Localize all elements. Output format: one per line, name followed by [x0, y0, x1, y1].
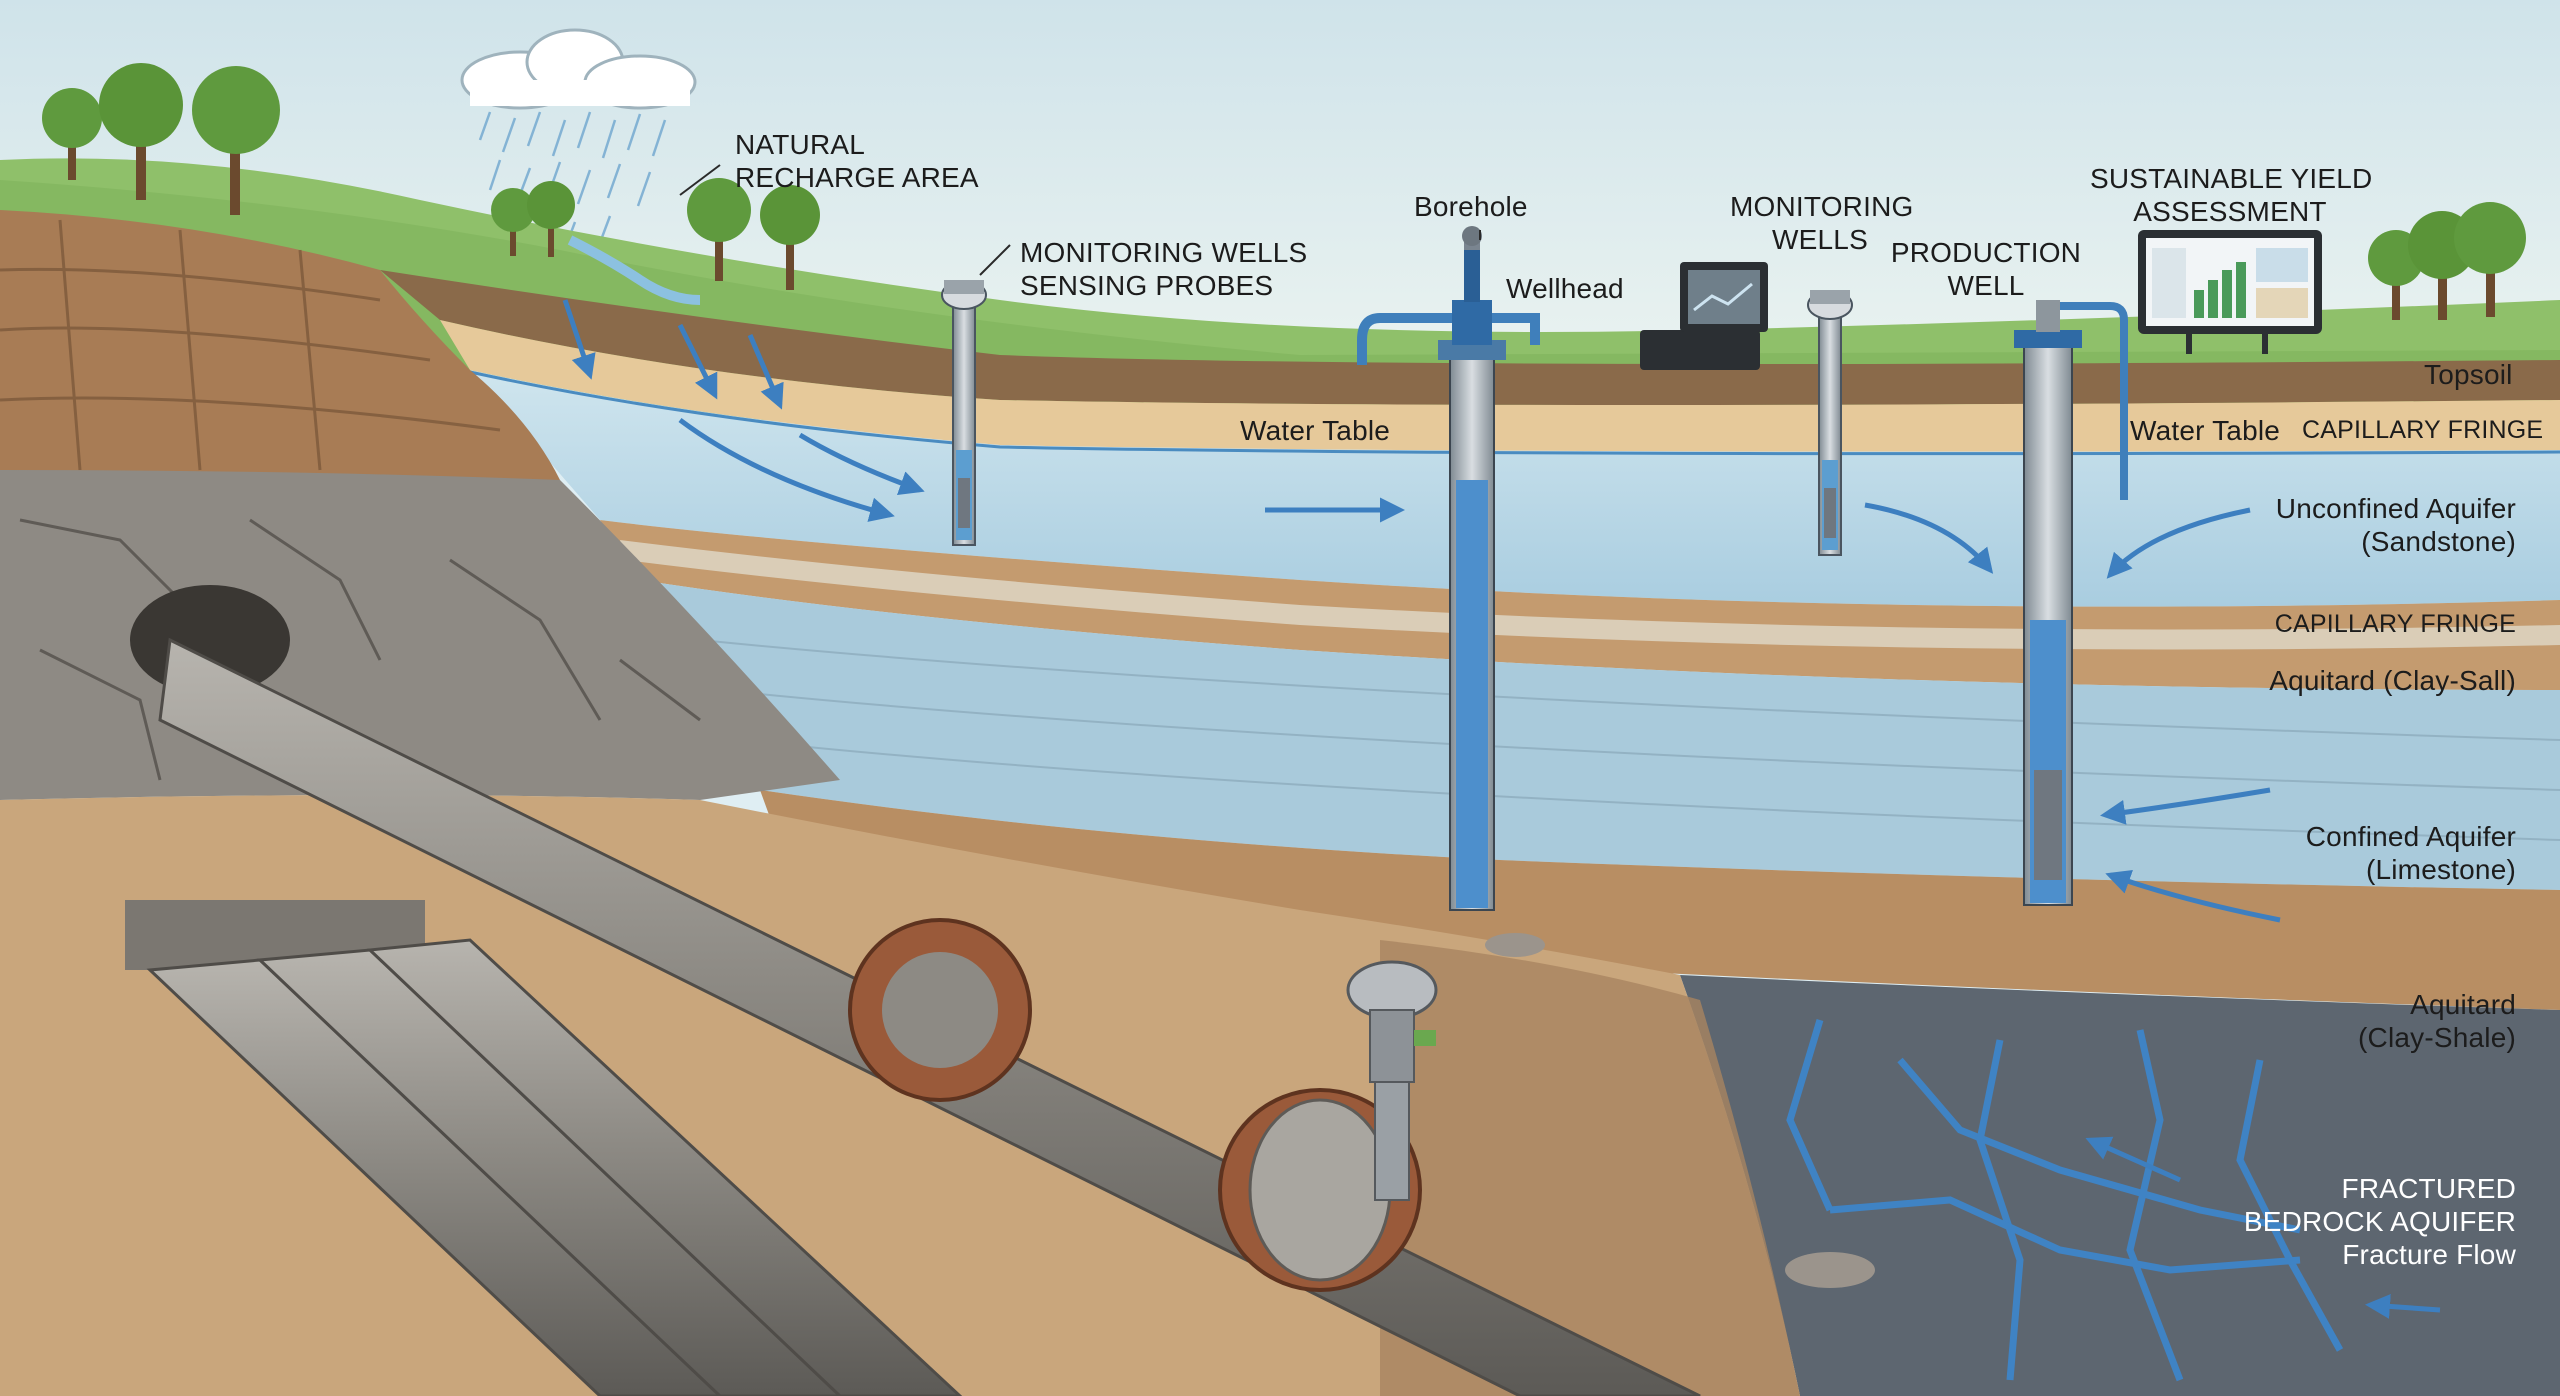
- pipeline-system: [125, 637, 1701, 1396]
- label-water-table-right: Water Table: [2130, 415, 2281, 446]
- borehole-well: [1357, 226, 1540, 911]
- topsoil-layer: [380, 270, 2560, 405]
- production-well: [2014, 300, 2128, 906]
- label-monitoring-wells-sensing-probes: MONITORING WELLS SENSING PROBES: [1020, 237, 1308, 301]
- leader-lines: [679, 164, 1481, 276]
- flow-arrows: [562, 299, 2441, 1319]
- label-borehole: Borehole: [1414, 191, 1528, 222]
- label-wellhead: Wellhead: [1506, 273, 1624, 304]
- monitoring-well-middle: [1807, 290, 1853, 556]
- aquitard-clay-shale-layer: [760, 790, 2560, 1010]
- fracture-lines: [1786, 1018, 2344, 1382]
- label-production-well: PRODUCTION WELL: [1890, 237, 2082, 301]
- label-sustainable-yield-assessment: SUSTAINABLE YIELD ASSESSMENT: [2090, 163, 2373, 227]
- label-capillary-fringe-upper: CAPILLARY FRINGE: [2302, 416, 2544, 444]
- rain-cloud-icon: [460, 28, 697, 255]
- label-capillary-fringe-lower: CAPILLARY FRINGE: [2274, 610, 2516, 638]
- label-aquitard-clay-shale: Aquitard (Clay-Shale): [2358, 989, 2516, 1053]
- confined-aquifer-layer: [640, 580, 2560, 890]
- label-monitoring-wells: MONITORING WELLS: [1730, 191, 1914, 255]
- label-confined-aquifer: Confined Aquifer (Limestone): [2305, 821, 2516, 885]
- label-natural-recharge-area: NATURAL RECHARGE AREA: [735, 129, 979, 193]
- yield-dashboard-monitor: [2138, 230, 2322, 354]
- label-water-table-center: Water Table: [1240, 415, 1391, 446]
- tree-icons: [42, 63, 2526, 320]
- label-fractured-bedrock-aquifer: FRACTURED BEDROCK AQUIFER Fracture Flow: [2243, 1173, 2516, 1270]
- cliff-soil: [0, 210, 560, 480]
- monitoring-well-left: [941, 280, 987, 546]
- label-aquitard-clay-salt: Aquitard (Clay-Sall): [2269, 665, 2516, 696]
- field-laptop-icon: [1640, 262, 1768, 370]
- stream: [567, 235, 701, 305]
- label-unconfined-aquifer: Unconfined Aquifer (Sandstone): [2275, 493, 2516, 557]
- label-topsoil: Topsoil: [2424, 359, 2513, 390]
